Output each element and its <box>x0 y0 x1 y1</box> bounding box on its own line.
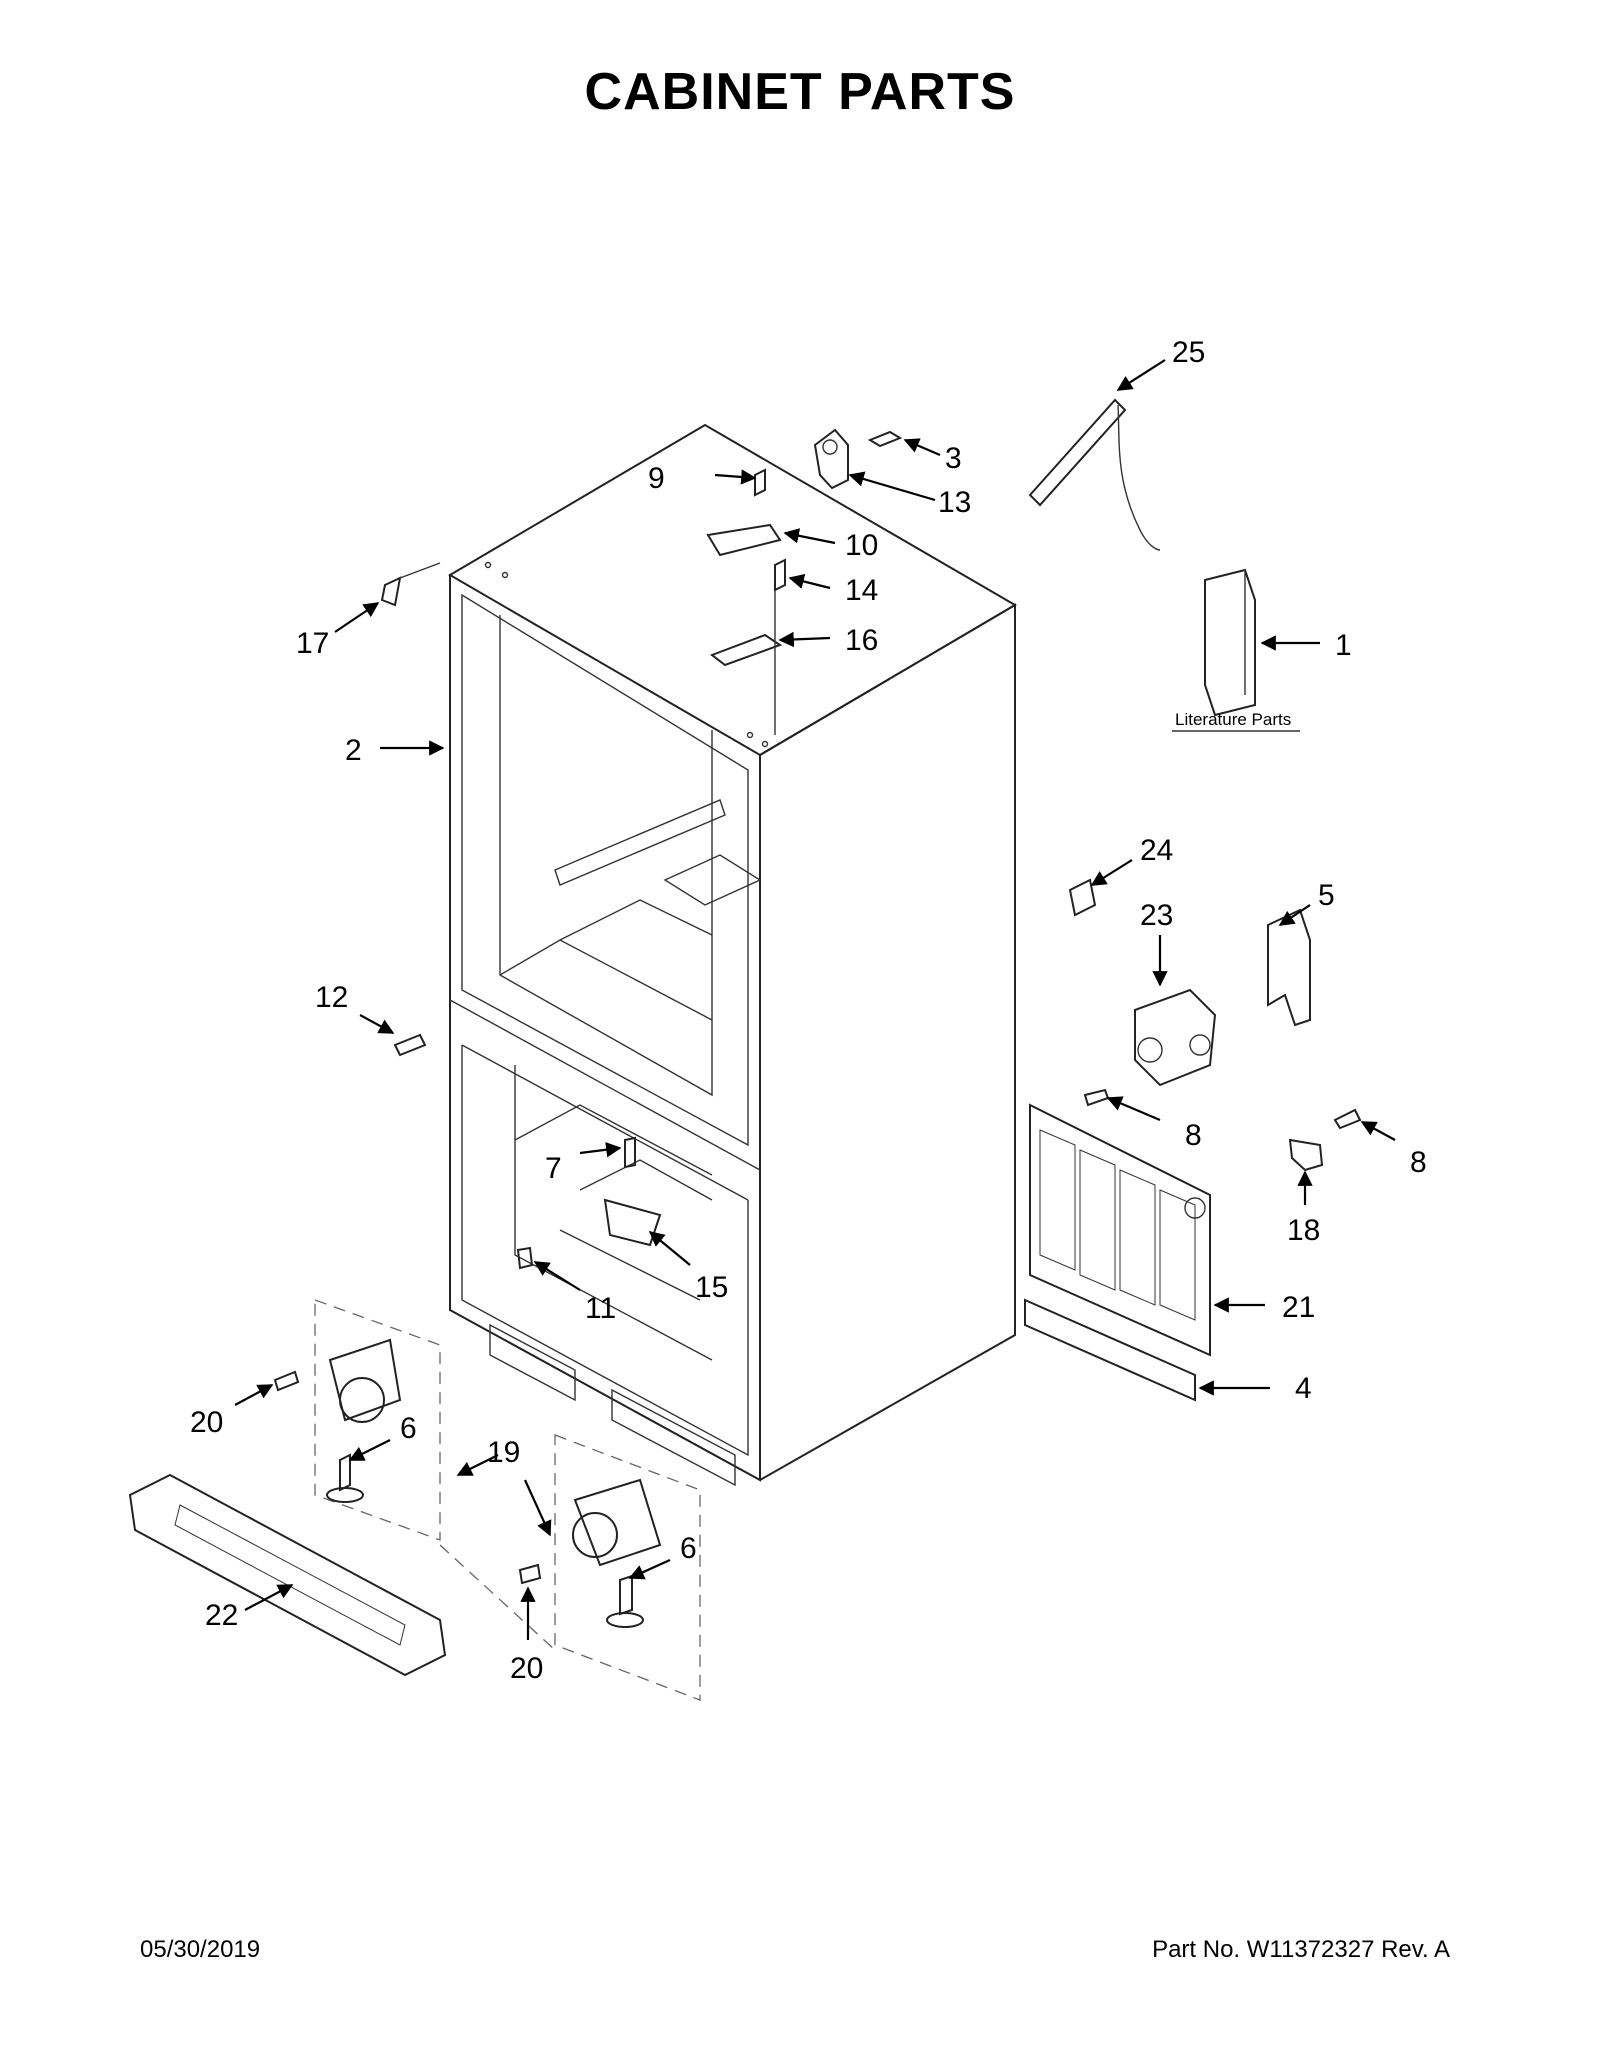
callout-21: 21 <box>1282 1291 1315 1324</box>
screw-12 <box>393 1033 427 1057</box>
callout-9: 9 <box>648 462 665 495</box>
callout-17: 17 <box>296 627 329 660</box>
screw-8-left <box>1083 1088 1110 1107</box>
callout-20-right: 20 <box>510 1652 543 1685</box>
roller-assembly-left <box>273 1299 441 1541</box>
callout-labels: 25 3 13 9 10 14 16 1 17 2 12 24 23 5 7 8… <box>190 336 1427 1685</box>
water-valve-23 <box>1134 988 1217 1087</box>
callout-5: 5 <box>1318 879 1335 912</box>
screw-11 <box>516 1246 534 1270</box>
callout-16: 16 <box>845 624 878 657</box>
cabinet-shell <box>448 423 1017 1487</box>
callout-11: 11 <box>585 1292 616 1325</box>
callout-19: 19 <box>487 1436 520 1469</box>
callout-3: 3 <box>945 442 962 475</box>
dashed-connector <box>439 1544 556 1651</box>
page-title: CABINET PARTS <box>584 63 1016 121</box>
callout-8-left: 8 <box>1185 1119 1202 1152</box>
kick-plate-22 <box>128 1473 447 1677</box>
callout-6-right: 6 <box>680 1532 697 1565</box>
callout-24: 24 <box>1140 834 1173 867</box>
callout-10: 10 <box>845 529 878 562</box>
clip-18 <box>1288 1138 1324 1172</box>
bracket-17 <box>380 576 402 607</box>
callout-4: 4 <box>1295 1372 1312 1405</box>
grille-21 <box>1029 1103 1211 1357</box>
callout-6-left: 6 <box>400 1412 417 1445</box>
footer-part-number: Part No. W11372327 Rev. A <box>1152 1936 1450 1963</box>
footer-date: 05/30/2019 <box>140 1936 261 1963</box>
bracket-15 <box>603 1198 662 1247</box>
base-strip-4 <box>1024 1298 1196 1402</box>
leader-lines <box>234 359 1396 1640</box>
callout-1: 1 <box>1335 629 1352 662</box>
water-line-25 <box>1028 398 1161 551</box>
callout-14: 14 <box>845 574 878 607</box>
callout-18: 18 <box>1287 1214 1320 1247</box>
callout-13: 13 <box>938 486 971 519</box>
literature-parts-1 <box>1172 568 1300 732</box>
callout-2: 2 <box>345 734 362 767</box>
callout-20-left: 20 <box>190 1406 223 1439</box>
roller-assembly-right <box>518 1434 701 1701</box>
callout-23: 23 <box>1140 899 1173 932</box>
literature-parts-label: Literature Parts <box>1175 710 1291 729</box>
screw-7 <box>624 1136 636 1169</box>
callout-22: 22 <box>205 1599 238 1632</box>
callout-8-right: 8 <box>1410 1146 1427 1179</box>
callout-12: 12 <box>315 981 348 1014</box>
callout-25: 25 <box>1172 336 1205 369</box>
callout-7: 7 <box>545 1152 562 1185</box>
cover-5 <box>1267 908 1311 1027</box>
screw-8-right <box>1333 1108 1362 1130</box>
clip-24 <box>1068 878 1097 917</box>
callout-15: 15 <box>695 1271 728 1304</box>
